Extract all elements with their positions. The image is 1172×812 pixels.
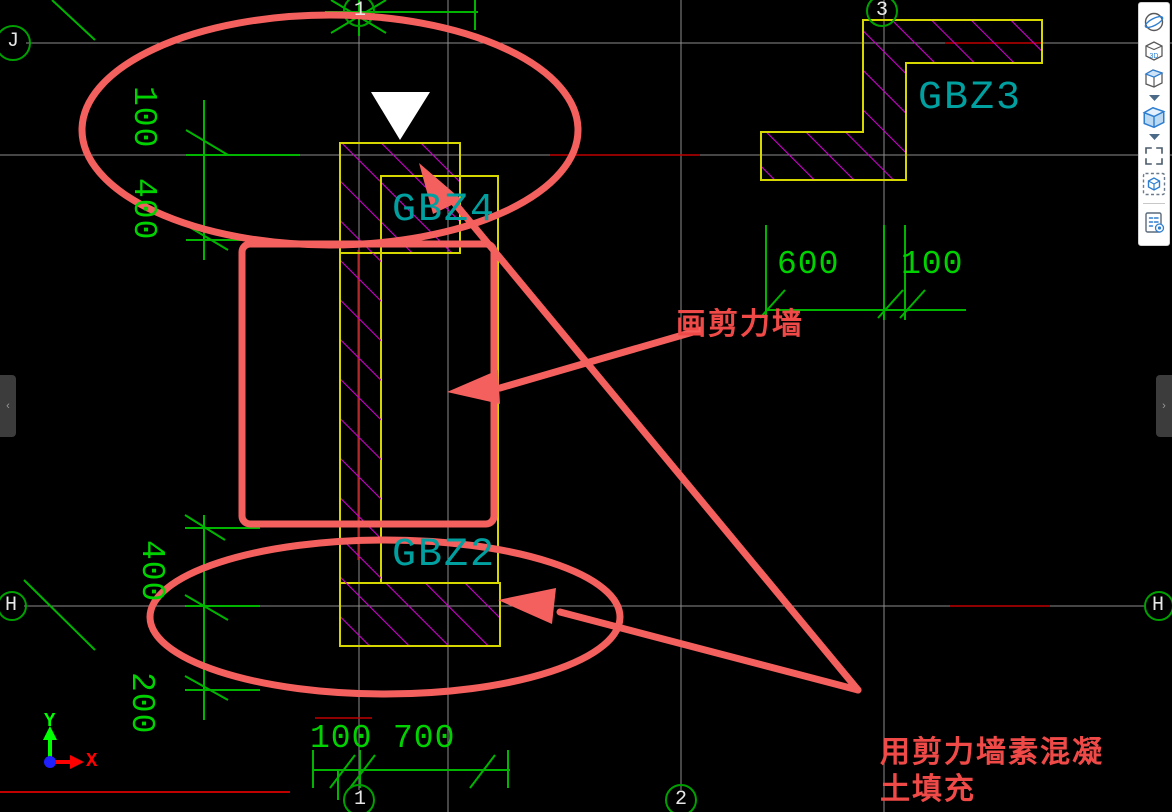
ucs-label-x: X — [86, 750, 98, 772]
tag-gbz2: GBZ2 — [392, 533, 497, 578]
chevron-down-icon — [1148, 133, 1160, 140]
dashed-frame-icon — [1145, 147, 1163, 165]
annotation-draw-shear-wall: 画剪力墙 — [676, 307, 804, 342]
dim-bottom-700: 700 — [393, 720, 456, 757]
dim-left-400-bottom: 400 — [133, 540, 170, 603]
svg-text:3D: 3D — [1150, 53, 1159, 60]
chevron-right-icon: › — [1162, 399, 1166, 412]
bubble-label-1-top: 1 — [354, 0, 367, 22]
cube-filled-icon — [1142, 106, 1166, 129]
dim-right-100: 100 — [901, 246, 964, 283]
markup-arrow-to-rect — [447, 326, 704, 404]
bubble-label-3-top: 3 — [876, 0, 889, 22]
toolbar-divider — [1143, 203, 1165, 204]
markup-rectangle — [238, 240, 498, 528]
shaded-view-button[interactable] — [1140, 103, 1168, 131]
markup-arrow-to-wall-bottom — [498, 588, 862, 694]
annotation-fill-line-2: 土填充 — [880, 772, 976, 807]
view-3d-button[interactable]: 3D — [1140, 36, 1168, 64]
dashed-box-cube-icon — [1142, 172, 1166, 196]
cursor-marker-icon — [371, 92, 430, 140]
bubble-label-H-left: H — [5, 594, 18, 617]
dim-left-400-top: 400 — [125, 178, 162, 241]
orbit-button[interactable] — [1140, 8, 1168, 36]
dim-right-600: 600 — [777, 246, 840, 283]
section-box-button[interactable] — [1140, 170, 1168, 198]
properties-button[interactable] — [1140, 208, 1168, 236]
dim-bottom-100: 100 — [310, 720, 373, 757]
cube-outline-icon — [1144, 69, 1164, 88]
bubble-label-2-bottom: 2 — [675, 788, 688, 811]
wall-gbz2[interactable] — [339, 253, 501, 647]
navigation-toolbar[interactable]: 3D — [1138, 2, 1170, 246]
cube-3d-icon: 3D — [1145, 41, 1163, 61]
shaded-dropdown-button[interactable] — [1142, 131, 1166, 142]
dim-left-100: 100 — [125, 86, 162, 149]
bubble-label-1-bottom: 1 — [354, 788, 367, 811]
tag-gbz3: GBZ3 — [918, 76, 1023, 121]
chevron-left-icon: ‹ — [6, 399, 10, 412]
annotation-fill-line-1: 用剪力墙素混凝 — [880, 735, 1104, 770]
ucs-label-y: Y — [44, 710, 56, 732]
wall-gbz3[interactable] — [760, 19, 1043, 181]
chevron-down-icon — [1148, 94, 1160, 101]
tag-gbz4: GBZ4 — [392, 188, 497, 233]
orbit-sphere-icon — [1144, 12, 1164, 32]
clip-region-button[interactable] — [1140, 142, 1168, 170]
visual-style-dropdown-button[interactable] — [1142, 92, 1166, 103]
bubble-label-J: J — [7, 30, 20, 53]
right-panel-collapse-handle[interactable]: › — [1156, 375, 1172, 437]
dim-left-200: 200 — [123, 672, 160, 735]
bubble-label-H-right: H — [1152, 594, 1165, 617]
markup-ellipse-bottom — [146, 536, 624, 698]
left-panel-collapse-handle[interactable]: ‹ — [0, 375, 16, 437]
markup-arrow-to-wall-top — [419, 163, 862, 694]
properties-eye-icon — [1144, 211, 1164, 233]
visual-style-button[interactable] — [1140, 64, 1168, 92]
